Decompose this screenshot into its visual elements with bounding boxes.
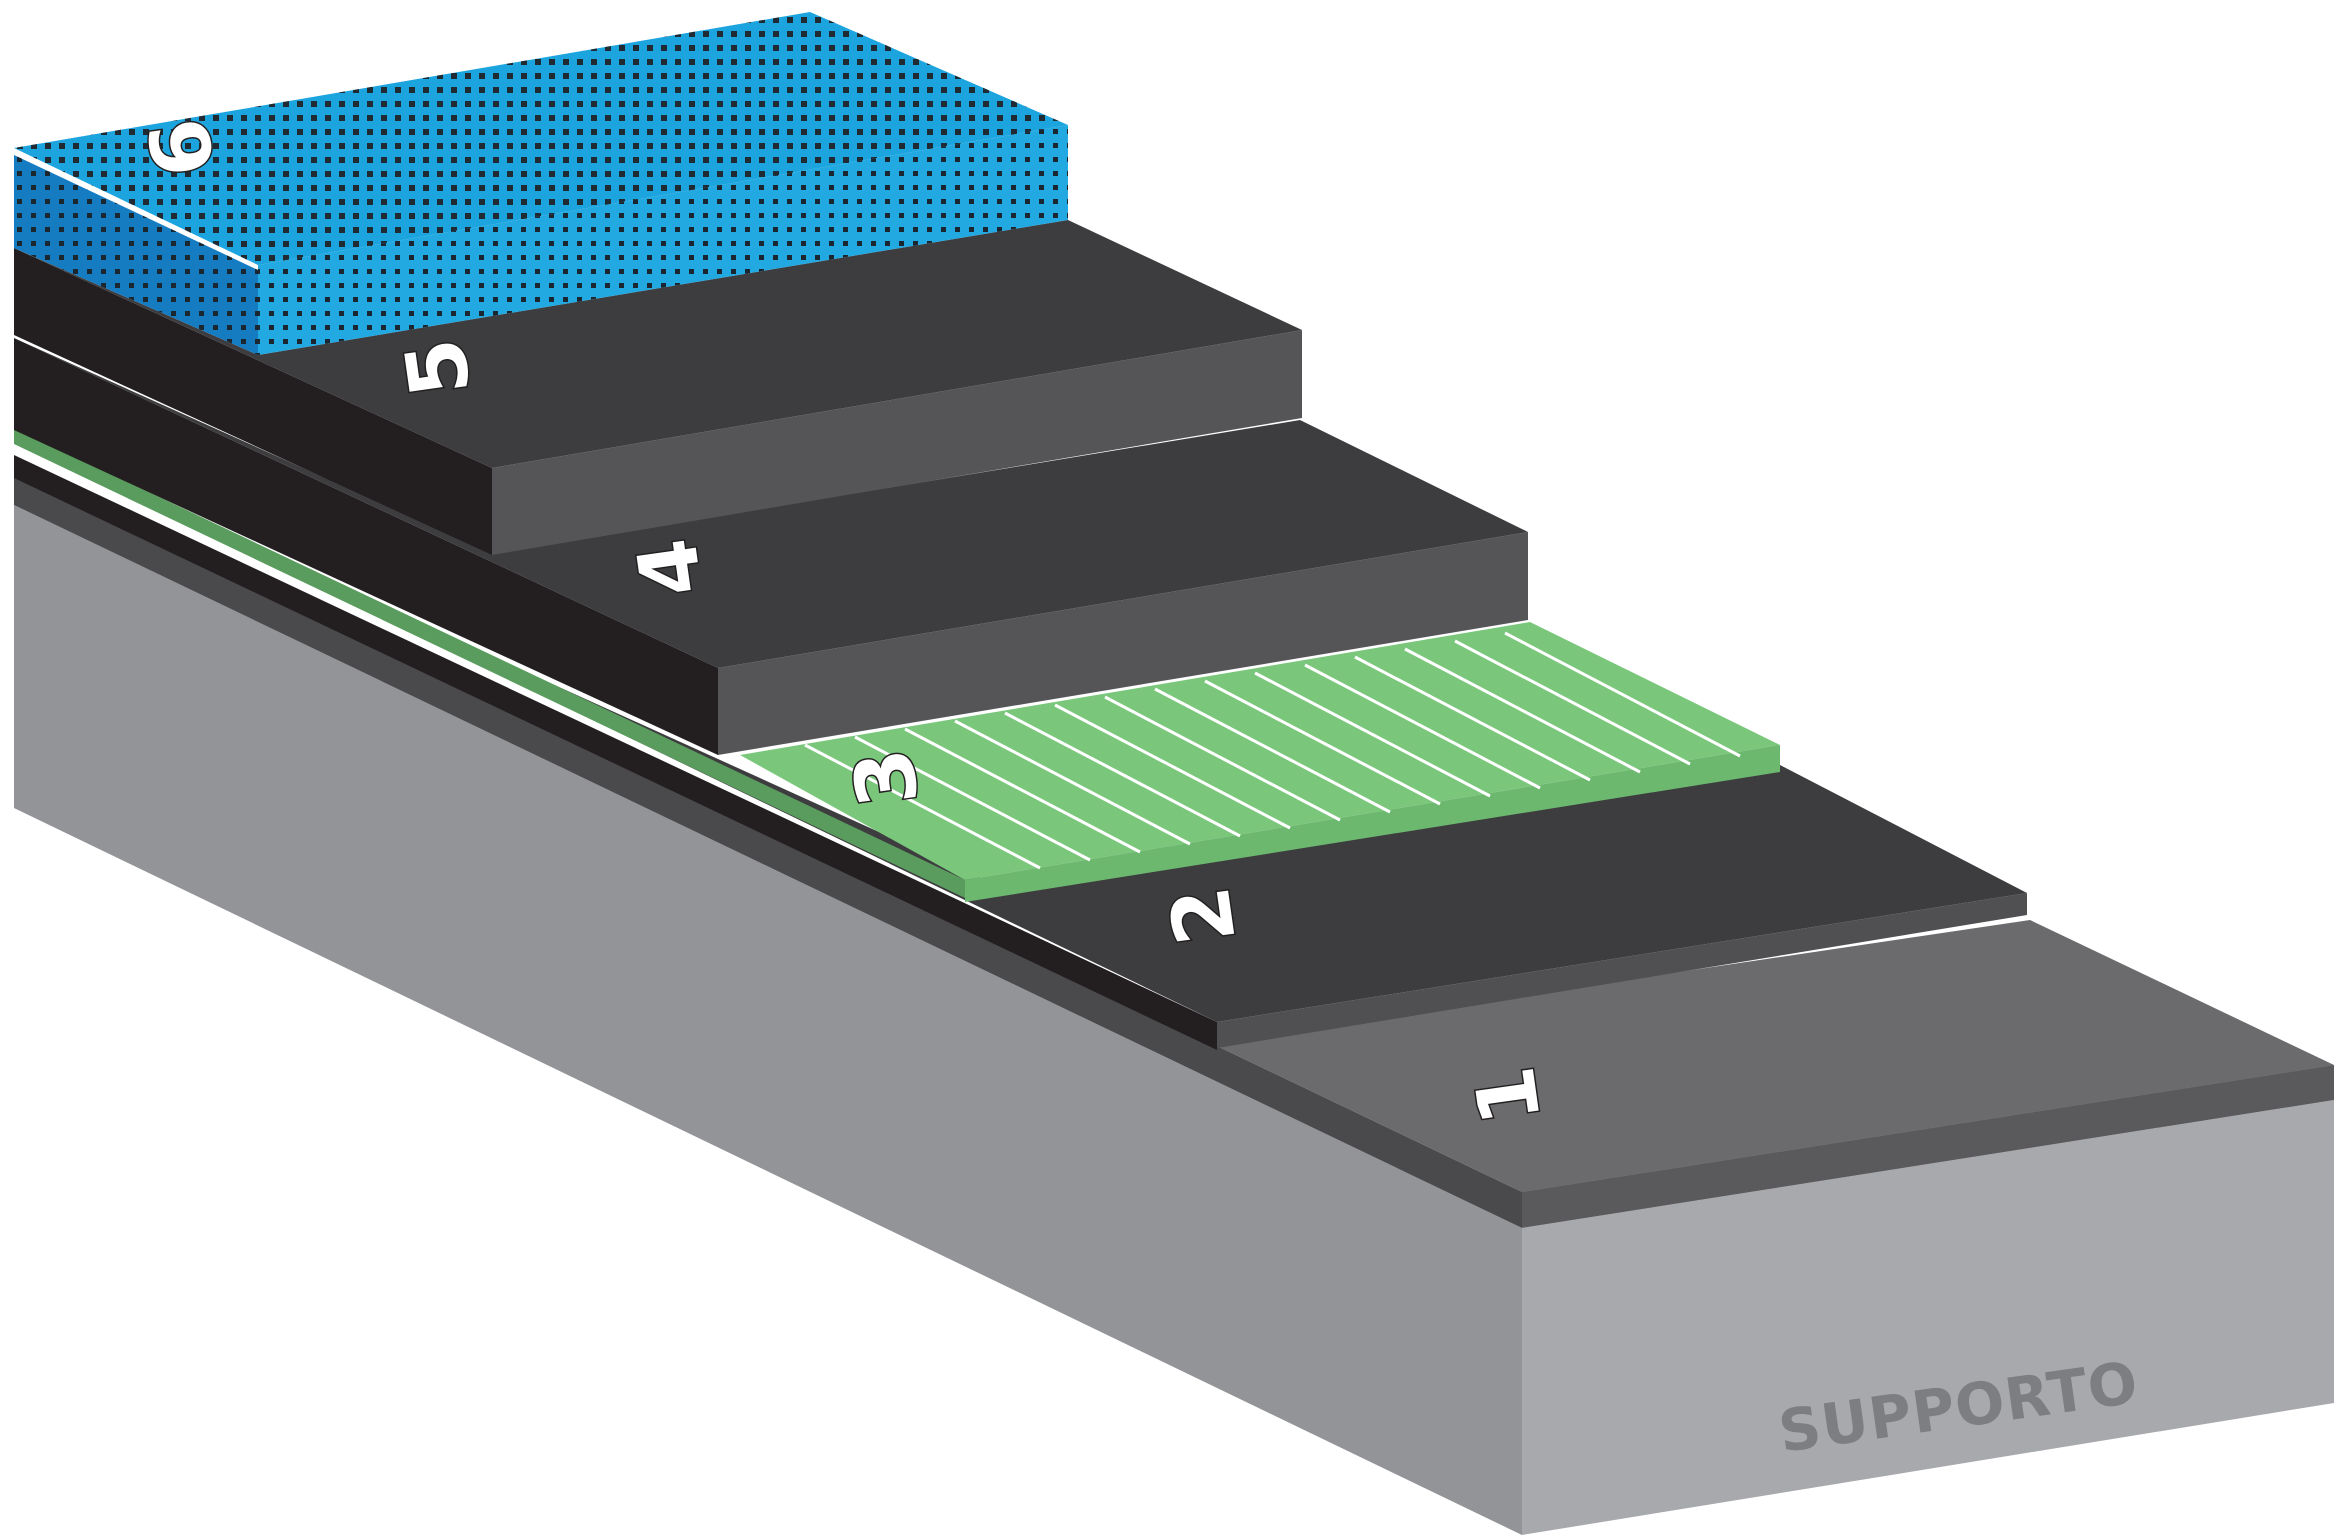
layer-3-stripes [804,631,1741,870]
layer-5: 5 [14,220,1302,555]
layer-6-left-face-dots [14,155,258,355]
layer-4-top [14,338,1528,668]
layer-1-number: 1 [1458,1061,1560,1131]
support-left-face [14,505,1522,1535]
layer-3-front-edge [965,745,1780,902]
layer-4-left-edge [14,338,718,755]
layer-3-top [740,622,1780,880]
layer-3-number: 3 [836,743,938,813]
layer-5-front-face [492,330,1302,555]
layer-3: 3 [14,428,1780,902]
layer-6-number: 6 [132,113,234,183]
support-front-face [1522,1100,2334,1535]
layer-3-left-edge [14,428,965,898]
layer-1-left-edge [14,470,1522,1228]
layer-5-left-edge [14,248,492,555]
layer-4-front-face [718,532,1528,755]
layer-4: 4 [14,338,1528,755]
layer-2-left-edge [14,455,1217,1050]
layer-6: 6 [14,12,1068,355]
layer-5-top [14,220,1302,468]
layer-4-number: 4 [620,533,722,603]
layer-2-top [14,440,2027,1022]
layer-2-front-edge [1217,893,2027,1048]
layer-6-front-face-dots [258,125,1068,355]
layer-1: 1 [14,470,2334,1228]
layer-1-top-right [1220,920,2334,1192]
layer-2: 2 [14,440,2027,1050]
layer-1-front-edge [1522,1065,2334,1228]
layer-6-top-dots [14,12,1068,265]
